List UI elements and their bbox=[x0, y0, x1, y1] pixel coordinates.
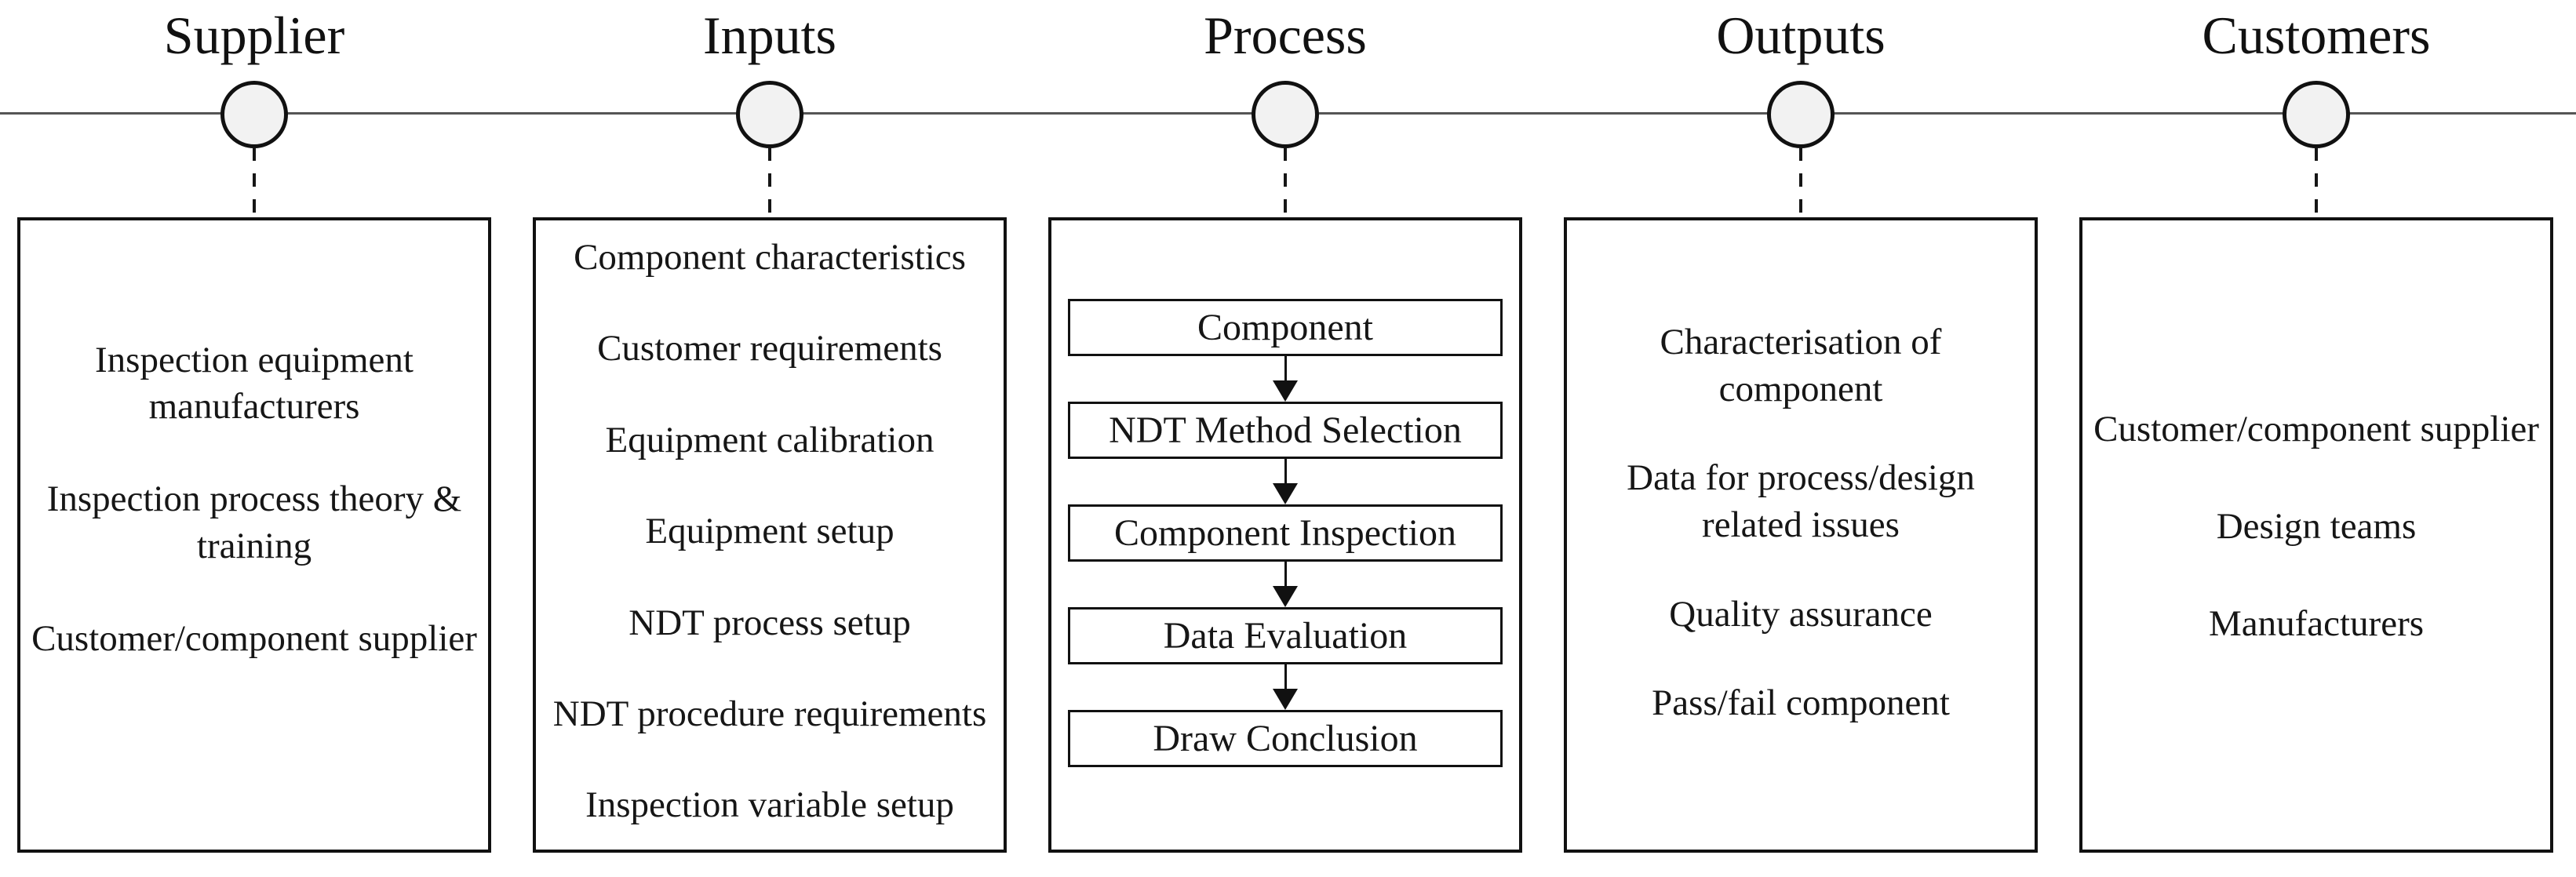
timeline-node-circle bbox=[736, 81, 803, 148]
timeline-node-circle bbox=[220, 81, 288, 148]
list-item: Component characteristics bbox=[574, 237, 966, 278]
column-process: Process Component NDT Method Selection C… bbox=[1048, 0, 1522, 877]
supplier-box: Inspection equipment manufacturers Inspe… bbox=[17, 217, 491, 853]
list-item: Customer/component supplier bbox=[2093, 409, 2539, 450]
arrow-down-icon bbox=[1273, 459, 1298, 504]
list-item: Pass/fail component bbox=[1652, 682, 1950, 724]
list-item: Characterisation of component bbox=[1660, 321, 1942, 409]
list-item: Inspection equipment manufacturers bbox=[95, 339, 414, 428]
outputs-box: Characterisation of component Data for p… bbox=[1564, 217, 2038, 853]
column-title: Inputs bbox=[703, 5, 836, 65]
list-item: Manufacturers bbox=[2208, 602, 2425, 644]
process-step: Component Inspection bbox=[1068, 504, 1503, 562]
list-item: Equipment setup bbox=[645, 511, 894, 552]
process-step: NDT Method Selection bbox=[1068, 402, 1503, 459]
arrow-down-icon bbox=[1273, 562, 1298, 607]
column-title: Process bbox=[1204, 5, 1367, 65]
column-customers: Customers Customer/component supplier De… bbox=[2079, 0, 2553, 877]
list-item: Equipment calibration bbox=[605, 419, 935, 460]
timeline-node-circle bbox=[1767, 81, 1835, 148]
column-supplier: Supplier Inspection equipment manufactur… bbox=[17, 0, 491, 877]
list-item: Data for process/design related issues bbox=[1627, 457, 1975, 545]
process-step: Draw Conclusion bbox=[1068, 710, 1503, 767]
list-item: Customer requirements bbox=[597, 328, 942, 369]
inputs-box: Component characteristics Customer requi… bbox=[533, 217, 1007, 853]
column-inputs: Inputs Component characteristics Custome… bbox=[533, 0, 1007, 877]
column-title: Supplier bbox=[163, 5, 345, 65]
dashed-connector bbox=[253, 147, 256, 217]
customers-box: Customer/component supplier Design teams… bbox=[2079, 217, 2553, 853]
list-item: Inspection process theory & training bbox=[46, 479, 462, 566]
dashed-connector bbox=[2315, 147, 2318, 217]
dashed-connector bbox=[768, 147, 771, 217]
arrow-down-icon bbox=[1273, 664, 1298, 710]
list-item: Inspection variable setup bbox=[585, 784, 954, 826]
list-item: Quality assurance bbox=[1669, 593, 1933, 635]
dashed-connector bbox=[1799, 147, 1802, 217]
process-step: Data Evaluation bbox=[1068, 607, 1503, 664]
column-outputs: Outputs Characterisation of component Da… bbox=[1564, 0, 2038, 877]
column-title: Customers bbox=[2202, 5, 2431, 65]
list-item: Customer/component supplier bbox=[31, 617, 477, 659]
timeline-node-circle bbox=[1252, 81, 1319, 148]
process-step: Component bbox=[1068, 299, 1503, 356]
list-item: NDT process setup bbox=[629, 602, 911, 643]
column-title: Outputs bbox=[1716, 5, 1886, 65]
timeline-node-circle bbox=[2283, 81, 2350, 148]
process-box: Component NDT Method Selection Component… bbox=[1048, 217, 1522, 853]
arrow-down-icon bbox=[1273, 356, 1298, 402]
list-item: NDT procedure requirements bbox=[552, 693, 987, 734]
dashed-connector bbox=[1284, 147, 1287, 217]
list-item: Design teams bbox=[2216, 506, 2417, 548]
